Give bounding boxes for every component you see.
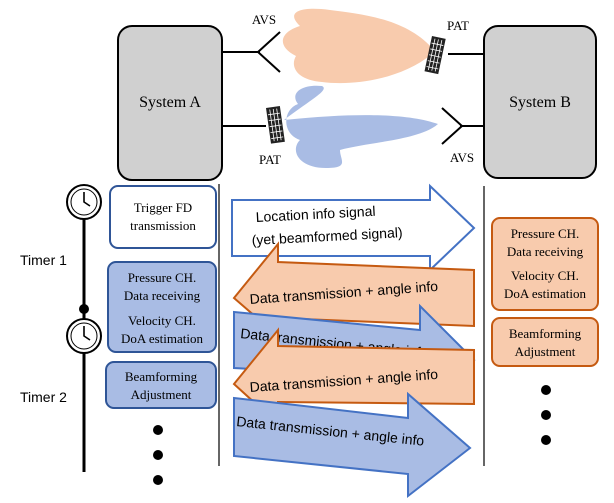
system-a-box	[117, 25, 223, 181]
right-ellipsis-dot	[541, 410, 551, 420]
left-velocity-line2: DoA estimation	[121, 331, 203, 346]
system-b-box	[483, 25, 597, 179]
left-beam-line1: Beamforming	[125, 369, 198, 384]
left-pressure-line1: Pressure CH.	[128, 270, 197, 285]
left-pressure-line2: Data receiving	[124, 288, 201, 303]
right-beamforming-box	[491, 317, 599, 367]
left-beam-line2: Adjustment	[131, 387, 192, 402]
timer2-label: Timer 2	[20, 389, 67, 405]
right-beam-line2: Adjustment	[515, 344, 576, 359]
right-pressure-line1: Pressure CH.	[511, 226, 580, 241]
clock-icon	[66, 184, 102, 220]
clock-icon	[66, 318, 102, 354]
avs-a-icon	[256, 31, 281, 73]
pat-b-label: PAT	[447, 18, 469, 33]
pat-a-icon	[266, 106, 285, 144]
trigger-fd-line1: Trigger FD	[134, 200, 192, 215]
avs-b-icon	[441, 107, 464, 145]
right-beam-line1: Beamforming	[509, 326, 582, 341]
pat-b-icon	[424, 36, 446, 75]
system-a-label: System A	[139, 94, 201, 111]
left-beamforming-box	[105, 361, 217, 409]
system-b-label: System B	[509, 94, 571, 111]
right-ellipsis-dot	[541, 435, 551, 445]
left-velocity-line1: Velocity CH.	[128, 313, 196, 328]
orange-beam	[282, 8, 432, 84]
location-line2: (yet beamformed signal)	[251, 224, 403, 248]
avs-a-label: AVS	[252, 12, 276, 27]
left-receive-box	[107, 261, 217, 353]
timer-marker-dot	[79, 304, 89, 314]
right-pressure-line2: Data receiving	[507, 244, 584, 259]
trigger-fd-box	[109, 185, 217, 249]
left-ellipsis-dot	[153, 425, 163, 435]
trigger-fd-line2: transmission	[130, 218, 196, 233]
left-ellipsis-dot	[153, 450, 163, 460]
location-line1: Location info signal	[255, 203, 376, 225]
data-arrow-blue-2	[233, 391, 472, 499]
timer1-label: Timer 1	[20, 252, 67, 268]
location-arrow	[231, 183, 476, 273]
right-velocity-line2: DoA estimation	[504, 286, 586, 301]
blue-beam	[284, 85, 438, 168]
pat-a-label: PAT	[259, 152, 281, 167]
right-velocity-line1: Velocity CH.	[511, 268, 579, 283]
right-ellipsis-dot	[541, 385, 551, 395]
avs-b-label: AVS	[450, 150, 474, 165]
right-receive-box	[491, 217, 599, 311]
left-ellipsis-dot	[153, 475, 163, 485]
